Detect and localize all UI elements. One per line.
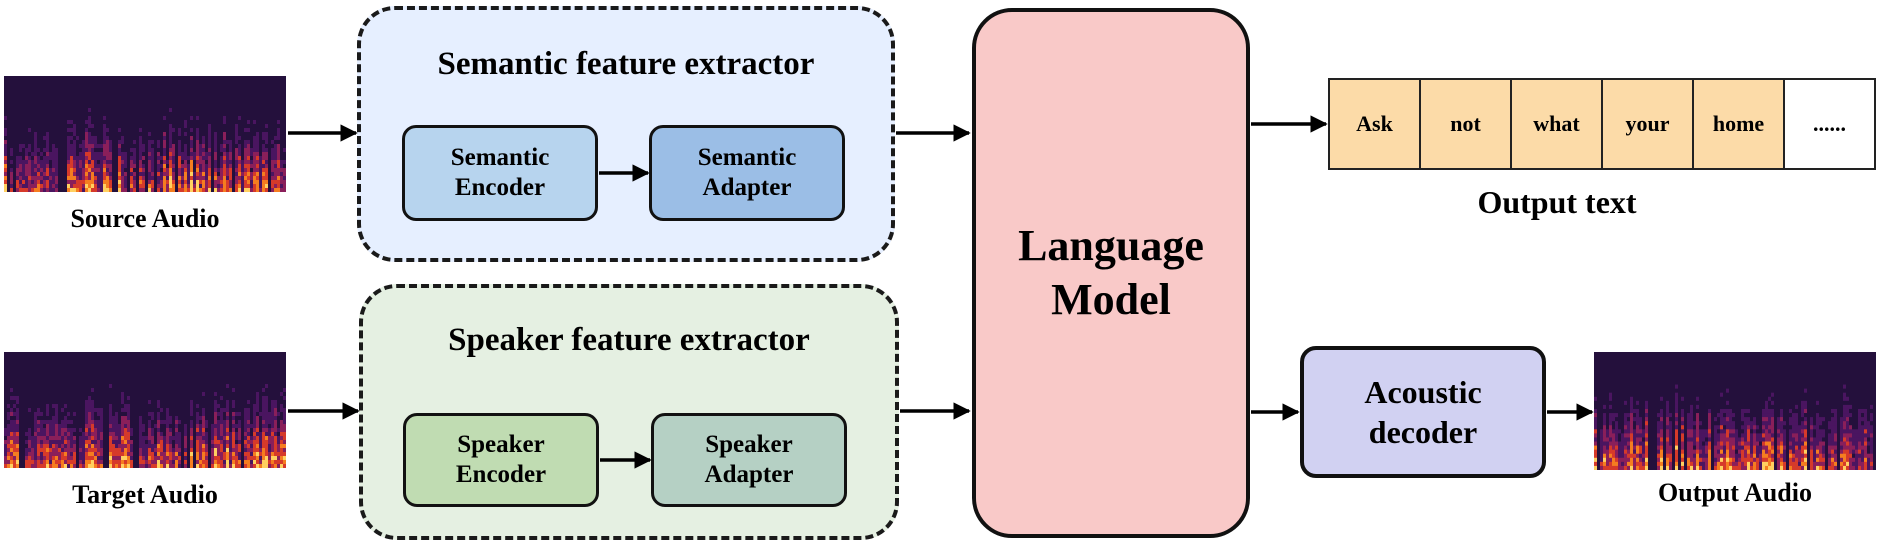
target-audio-spectrogram xyxy=(4,352,286,468)
speaker-adapter: Speaker Adapter xyxy=(651,413,847,507)
source-audio-caption: Source Audio xyxy=(70,204,220,233)
target-audio-caption: Target Audio xyxy=(72,480,218,509)
acoustic-decoder: Acoustic decoder xyxy=(1300,346,1546,478)
source-audio-spectrogram xyxy=(4,76,286,192)
token: your xyxy=(1603,80,1694,168)
output-text-caption: Output text xyxy=(1477,184,1637,220)
semantic-extractor-title: Semantic feature extractor xyxy=(437,46,815,82)
token: not xyxy=(1421,80,1512,168)
token: home xyxy=(1694,80,1785,168)
output-audio-spectrogram xyxy=(1594,352,1876,470)
token: what xyxy=(1512,80,1603,168)
semantic-adapter: Semantic Adapter xyxy=(649,125,845,221)
speaker-encoder: Speaker Encoder xyxy=(403,413,599,507)
output-text-tokens: Ask not what your home ...... xyxy=(1328,78,1876,170)
output-audio-caption: Output Audio xyxy=(1658,478,1812,507)
speaker-extractor-title: Speaker feature extractor xyxy=(448,322,810,358)
token-ellipsis: ...... xyxy=(1785,80,1874,168)
token: Ask xyxy=(1330,80,1421,168)
language-model: Language Model xyxy=(972,8,1250,538)
semantic-encoder: Semantic Encoder xyxy=(402,125,598,221)
